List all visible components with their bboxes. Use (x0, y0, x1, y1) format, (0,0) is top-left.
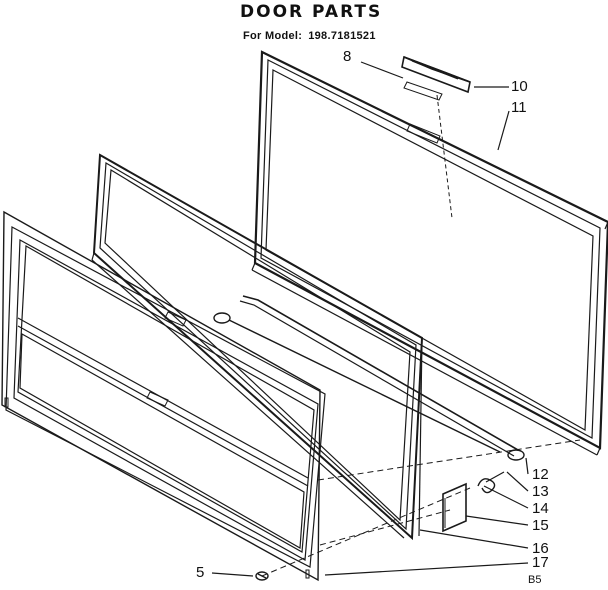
leader-lines (211, 61, 529, 577)
callout-16: 16 (532, 540, 549, 557)
outer-door (1, 210, 326, 582)
callout-8: 8 (343, 48, 352, 65)
spring-clip (477, 471, 505, 494)
model-line: For Model: 198.7181521 (243, 30, 382, 42)
callout-10: 10 (511, 78, 528, 95)
inner-door-panel (251, 50, 608, 456)
callout-11: 11 (511, 99, 527, 116)
hinge-bracket (442, 482, 467, 533)
wire-rod (213, 295, 525, 461)
glass-frame (91, 153, 424, 541)
model-number: 198.7181521 (308, 30, 376, 42)
callout-13: 13 (532, 483, 549, 500)
callout-17: 17 (532, 554, 549, 571)
handle-cover (401, 55, 471, 219)
callout-5: 5 (196, 564, 205, 581)
assembly-lines (261, 439, 581, 577)
diagram-code: B5 (528, 574, 542, 586)
callout-14: 14 (532, 500, 549, 517)
model-label: For Model: (243, 30, 303, 42)
page-title: DOOR PARTS (240, 2, 383, 22)
callout-15: 15 (532, 517, 549, 534)
callout-12: 12 (532, 466, 549, 483)
